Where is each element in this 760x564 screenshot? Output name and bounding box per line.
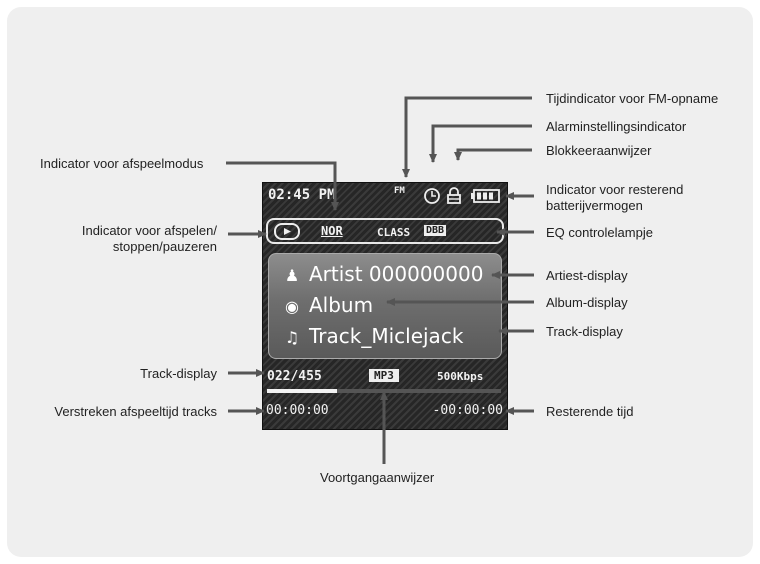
track-row: ♫ Track_Miclejack — [283, 324, 464, 348]
alarm-clock-icon — [424, 188, 440, 204]
disc-icon: ◉ — [285, 297, 299, 316]
label-battery-line2: batterijvermogen — [546, 198, 643, 213]
bitrate-display: 500Kbps — [437, 370, 484, 383]
label-eq: EQ controlelampje — [546, 225, 653, 240]
label-fm-time: Tijdindicator voor FM-opname — [546, 91, 719, 106]
artist-text: Artist 000000000 — [309, 262, 484, 286]
label-artist: Artiest-display — [546, 268, 628, 283]
label-elapsed: Verstreken afspeeltijd tracks — [54, 404, 217, 419]
album-row: ◉ Album — [283, 293, 373, 317]
label-track-counter: Track-display — [140, 366, 217, 381]
label-track: Track-display — [546, 324, 623, 339]
progress-fill — [267, 389, 338, 393]
play-icon — [274, 223, 300, 240]
eq-value: DBB — [424, 225, 447, 236]
track-info-box: ♟ Artist 000000000 ◉ Album ♫ Track_Miclejac… — [268, 253, 502, 359]
clock-display: 02:45 PM — [268, 187, 336, 203]
battery-icon — [471, 189, 500, 203]
label-play-stop-line2: stoppen/pauzeren — [112, 239, 217, 254]
remaining-time: -00:00:00 — [432, 403, 503, 418]
label-play-stop-line1: Indicator voor afspelen/ — [81, 223, 217, 238]
label-play-mode: Indicator voor afspeelmodus — [40, 156, 204, 171]
lock-icon — [447, 187, 461, 204]
track-text: Track_Miclejack — [309, 324, 464, 348]
label-lock: Blokkeeraanwijzer — [546, 143, 652, 158]
music-note-icon: ♫ — [284, 328, 300, 347]
eq-label: CLASS — [377, 226, 411, 239]
artist-row: ♟ Artist 000000000 — [283, 262, 484, 286]
elapsed-time: 00:00:00 — [266, 403, 329, 418]
label-album: Album-display — [546, 295, 628, 310]
play-mode-indicator: NOR — [321, 224, 343, 238]
label-alarm: Alarminstellingsindicator — [546, 119, 687, 134]
label-remaining: Resterende tijd — [546, 404, 634, 419]
label-battery-line1: Indicator voor resterend — [546, 182, 684, 197]
track-counter: 022/455 — [267, 369, 322, 384]
fm-badge: FM — [394, 186, 405, 196]
label-progress: Voortgangaanwijzer — [320, 470, 435, 485]
format-badge: MP3 — [369, 369, 399, 382]
album-text: Album — [309, 293, 374, 317]
person-icon: ♟ — [284, 266, 300, 285]
